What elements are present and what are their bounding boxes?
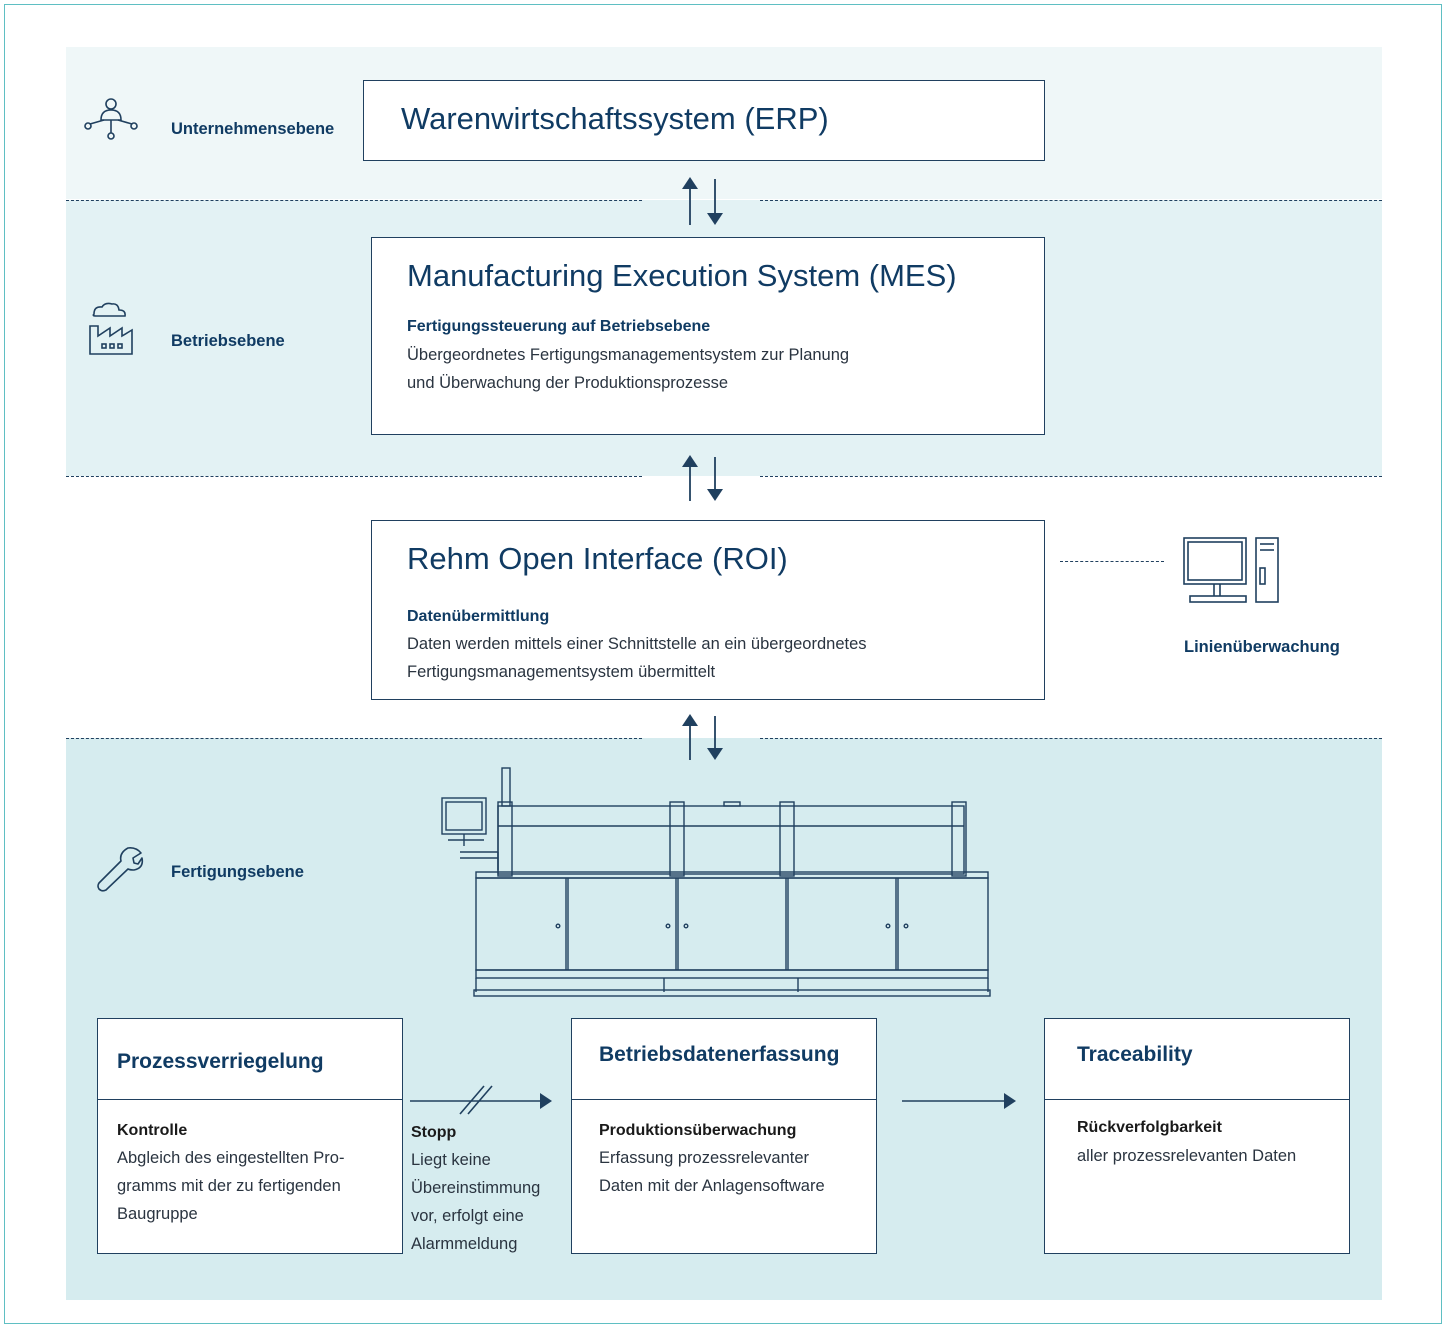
factory-cloud-icon xyxy=(89,302,133,355)
blocked-arrow-icon xyxy=(410,1085,552,1115)
mes-subtitle: Fertigungssteuerung auf Betriebsebene xyxy=(407,318,711,335)
separator-production-right xyxy=(760,738,1382,739)
process-interlock-card: Prozessverriegelung Kontrolle Abgleich d… xyxy=(97,1018,403,1254)
diagram-frame xyxy=(4,4,1442,1324)
stop-label: Stopp xyxy=(411,1124,457,1141)
mes-box: Manufacturing Execution System (MES) Fer… xyxy=(371,237,1045,435)
roi-title: Rehm Open Interface (ROI) xyxy=(407,541,788,576)
stop-text-line: Übereinstimmung xyxy=(411,1179,541,1197)
card-title: Traceability xyxy=(1077,1043,1193,1066)
line-monitoring-connector xyxy=(1060,561,1164,562)
erp-title: Warenwirtschaftssystem (ERP) xyxy=(401,101,829,136)
roi-subtitle: Datenübermittlung xyxy=(407,608,550,625)
mes-description-line1: Übergeordnetes Fertigungsmanagementsyste… xyxy=(407,346,850,364)
line-monitoring-label: Linienüberwachung xyxy=(1184,638,1340,656)
card-text-line: aller prozessrelevanten Daten xyxy=(1077,1147,1297,1165)
separator-operation-right xyxy=(760,476,1382,477)
stop-text-line: vor, erfolgt eine xyxy=(411,1207,524,1225)
card-divider xyxy=(1045,1099,1349,1100)
network-person-icon xyxy=(84,98,138,140)
computer-icon xyxy=(1183,537,1279,603)
enterprise-level-label: Unternehmensebene xyxy=(171,120,335,138)
card-label: Produktionsüberwachung xyxy=(599,1122,797,1139)
roi-description-line1: Daten werden mittels einer Schnittstelle… xyxy=(407,635,867,653)
card-label: Kontrolle xyxy=(117,1122,188,1139)
roi-description-line2: Fertigungsmanagementsystem übermittelt xyxy=(407,663,716,681)
card-divider xyxy=(572,1099,876,1100)
bidirectional-arrow-icon xyxy=(682,455,723,501)
stop-text-line: Alarmmeldung xyxy=(411,1235,518,1253)
card-text-line: Baugruppe xyxy=(117,1205,198,1223)
card-text-line: Daten mit der Anlagensoftware xyxy=(599,1177,825,1195)
card-title: Prozessverriegelung xyxy=(117,1050,324,1073)
bidirectional-arrow-icon xyxy=(682,714,723,760)
erp-box: Warenwirtschaftssystem (ERP) xyxy=(363,80,1045,161)
wrench-icon xyxy=(97,847,144,892)
traceability-card: Traceability Rückverfolgbarkeit aller pr… xyxy=(1044,1018,1350,1254)
card-text-line: Abgleich des eingestellten Pro- xyxy=(117,1149,345,1167)
reflow-oven-machine-icon xyxy=(441,767,991,997)
production-level-label: Fertigungsebene xyxy=(171,863,304,881)
card-label: Rückverfolgbarkeit xyxy=(1077,1119,1222,1136)
mes-title: Manufacturing Execution System (MES) xyxy=(407,258,957,293)
separator-enterprise-right xyxy=(760,200,1382,201)
bidirectional-arrow-icon xyxy=(682,177,723,225)
card-title: Betriebsdatenerfassung xyxy=(599,1043,840,1066)
roi-box: Rehm Open Interface (ROI) Datenübermittl… xyxy=(371,520,1045,700)
separator-production-left xyxy=(66,738,642,739)
separator-enterprise-left xyxy=(66,200,642,201)
operating-data-card: Betriebsdatenerfassung Produktionsüberwa… xyxy=(571,1018,877,1254)
mes-description-line2: und Überwachung der Produktionsprozesse xyxy=(407,374,729,392)
separator-operation-left xyxy=(66,476,642,477)
card-text-line: Erfassung prozessrelevanter xyxy=(599,1149,810,1167)
stop-text-line: Liegt keine xyxy=(411,1151,491,1169)
operation-level-label: Betriebsebene xyxy=(171,332,285,350)
card-text-line: gramms mit der zu fertigenden xyxy=(117,1177,341,1195)
card-divider xyxy=(98,1099,402,1100)
arrow-right-icon xyxy=(902,1093,1016,1109)
